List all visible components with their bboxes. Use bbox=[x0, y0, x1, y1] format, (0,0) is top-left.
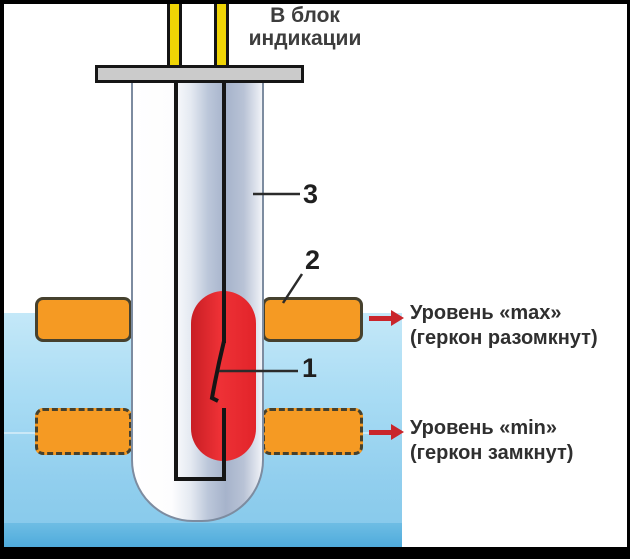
float-min-left bbox=[35, 408, 132, 455]
annotation-min-prefix: Уровень « bbox=[410, 417, 511, 439]
frame-border-bottom bbox=[0, 547, 630, 559]
reed-switch-capsule bbox=[191, 291, 256, 461]
float-min-right bbox=[262, 408, 363, 455]
sensor-wire-right bbox=[214, 4, 229, 68]
right-arrow-icon-min bbox=[369, 430, 392, 435]
annotation-min-line1: Уровень «min» bbox=[410, 416, 625, 441]
annotation-max-line2: (геркон разомкнут) bbox=[410, 327, 598, 349]
title-line-1: В блок bbox=[270, 4, 340, 27]
annotation-min-suffix: » bbox=[545, 417, 558, 439]
annotation-max-suffix: » bbox=[550, 302, 562, 324]
frame-border-top bbox=[0, 0, 630, 4]
right-arrow-head-min bbox=[391, 424, 404, 440]
part-label-3: 3 bbox=[303, 179, 319, 209]
annotation-min-line2: (геркон замкнут) bbox=[410, 442, 574, 464]
annotation-min-value: min bbox=[510, 417, 546, 439]
right-arrow-icon-max bbox=[369, 316, 392, 321]
frame-border-left bbox=[0, 0, 4, 559]
water-deep-band bbox=[4, 523, 402, 547]
mounting-flange bbox=[95, 65, 304, 83]
sensor-wire-left bbox=[167, 4, 182, 68]
annotation-max-prefix: Уровень « bbox=[410, 302, 511, 324]
annotation-max-line1: Уровень «max» bbox=[410, 301, 625, 326]
annotation-max-value: max bbox=[510, 302, 551, 324]
annotation-level-max: Уровень «max» (геркон разомкнут) bbox=[410, 301, 625, 351]
title-to-indication-block: В блок индикации bbox=[225, 4, 385, 50]
annotation-level-min: Уровень «min» (геркон замкнут) bbox=[410, 416, 625, 466]
part-label-2: 2 bbox=[305, 245, 321, 275]
title-line-2: индикации bbox=[248, 27, 362, 50]
frame-border-right bbox=[627, 0, 630, 559]
part-label-1: 1 bbox=[302, 353, 318, 383]
right-arrow-head-max bbox=[391, 310, 404, 326]
float-max-right bbox=[262, 297, 363, 342]
float-max-left bbox=[35, 297, 132, 342]
